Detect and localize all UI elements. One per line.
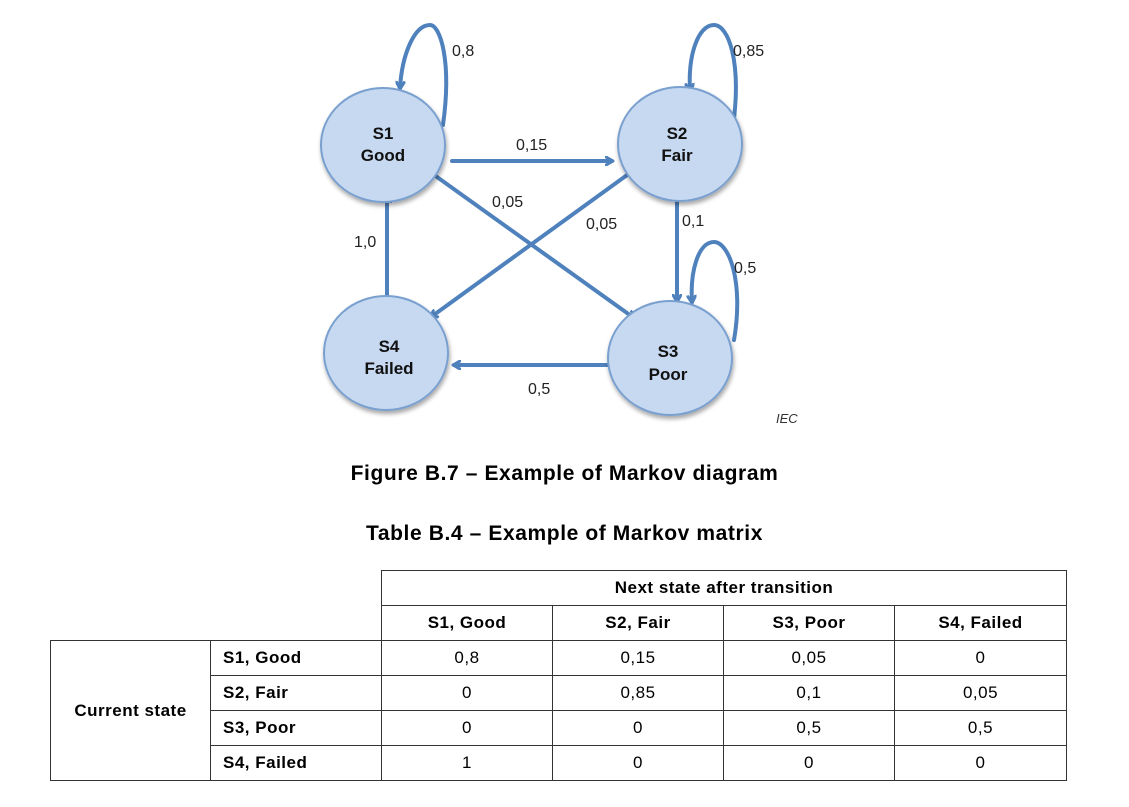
table-cell: 0 bbox=[723, 745, 895, 781]
table-row: S2, Fair 0 0,85 0,1 0,05 bbox=[51, 675, 1067, 711]
edge-label-s1-s3: 0,05 bbox=[492, 194, 523, 211]
table-row: S4, Failed 1 0 0 0 bbox=[51, 745, 1067, 781]
table-cell: 0,5 bbox=[894, 710, 1067, 746]
column-header: S3, Poor bbox=[723, 605, 895, 641]
row-header: S3, Poor bbox=[210, 710, 382, 746]
row-header: S1, Good bbox=[210, 640, 382, 676]
edge-label-s1-s1: 0,8 bbox=[452, 43, 474, 60]
table-header-row: Next state after transition bbox=[51, 570, 1067, 606]
edge-label-s2-s4: 0,05 bbox=[586, 216, 617, 233]
node-s1 bbox=[320, 87, 446, 203]
table-cell: 0,8 bbox=[381, 640, 553, 676]
node-s3 bbox=[607, 300, 733, 416]
table-cell: 0,5 bbox=[723, 710, 895, 746]
node-s2-id: S2 bbox=[667, 124, 688, 143]
table-cell: 0 bbox=[381, 710, 553, 746]
table-cell: 0,15 bbox=[552, 640, 724, 676]
markov-matrix-table: Next state after transition S1, Good S2,… bbox=[50, 570, 1067, 781]
table-column-row: S1, Good S2, Fair S3, Poor S4, Failed bbox=[51, 605, 1067, 641]
node-s4-name: Failed bbox=[364, 359, 413, 378]
node-s3-name: Poor bbox=[649, 365, 688, 384]
table-cell: 0 bbox=[552, 710, 724, 746]
current-state-label: Current state bbox=[50, 640, 211, 781]
edge-s3-s3 bbox=[692, 239, 740, 342]
edge-label-s2-s2: 0,85 bbox=[733, 43, 764, 60]
table-cell: 1 bbox=[381, 745, 553, 781]
node-s4 bbox=[323, 295, 449, 411]
table-cell: 0,05 bbox=[723, 640, 895, 676]
edge-s2-s4 bbox=[431, 168, 636, 317]
edge-label-s1-s2: 0,15 bbox=[516, 137, 547, 154]
markov-diagram: S1 Good S2 Fair S3 Poor S4 Failed 0,8 0,… bbox=[320, 22, 798, 426]
node-s1-id: S1 bbox=[373, 124, 394, 143]
node-s1-name: Good bbox=[361, 146, 405, 165]
row-header: S2, Fair bbox=[210, 675, 382, 711]
column-header: S2, Fair bbox=[552, 605, 724, 641]
edge-label-s4-s1: 1,0 bbox=[354, 234, 376, 251]
table-cell: 0 bbox=[894, 640, 1067, 676]
edge-label-s3-s3: 0,5 bbox=[734, 260, 756, 277]
table-caption: Table B.4 – Example of Markov matrix bbox=[365, 522, 764, 545]
table-cell: 0,85 bbox=[552, 675, 724, 711]
next-state-header: Next state after transition bbox=[381, 570, 1067, 606]
table-cell: 0,05 bbox=[894, 675, 1067, 711]
table-cell: 0,1 bbox=[723, 675, 895, 711]
column-header: S1, Good bbox=[381, 605, 553, 641]
edge-s2-s2 bbox=[690, 22, 738, 129]
table-cell: 0 bbox=[894, 745, 1067, 781]
table-cell: 0 bbox=[552, 745, 724, 781]
edge-label-s3-s4: 0,5 bbox=[528, 381, 550, 398]
row-header: S4, Failed bbox=[210, 745, 382, 781]
edge-label-s2-s3: 0,1 bbox=[682, 213, 704, 230]
table-row: Current state S1, Good 0,8 0,15 0,05 0 bbox=[50, 640, 1067, 781]
table-cell: 0 bbox=[381, 675, 553, 711]
node-s3-id: S3 bbox=[658, 342, 679, 361]
edge-s1-s1 bbox=[400, 22, 449, 127]
node-s2-name: Fair bbox=[661, 146, 693, 165]
node-s2 bbox=[617, 86, 743, 202]
node-s4-id: S4 bbox=[379, 337, 400, 356]
figure-caption: Figure B.7 – Example of Markov diagram bbox=[350, 462, 779, 485]
iec-watermark: IEC bbox=[776, 411, 798, 426]
column-header: S4, Failed bbox=[894, 605, 1067, 641]
